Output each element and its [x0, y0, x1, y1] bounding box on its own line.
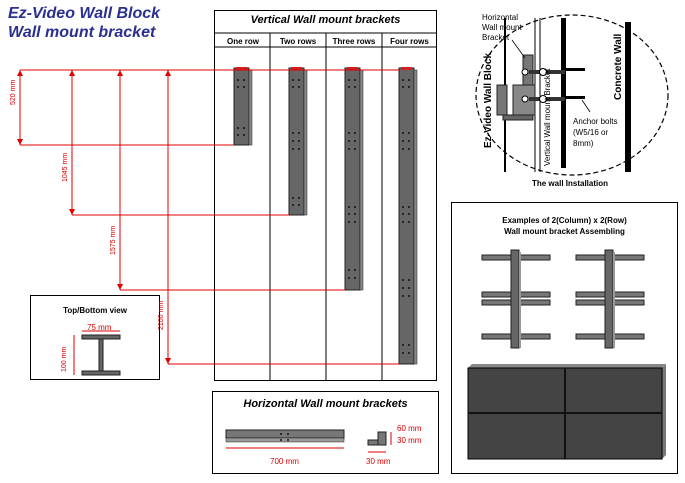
top-bottom-view-heading: Top/Bottom view — [63, 306, 127, 315]
example-assembly-left — [481, 249, 551, 349]
dim-1045: 1045 mm — [62, 152, 69, 182]
col-three-rows: Three rows — [332, 37, 376, 46]
horizontal-bracket-profile — [367, 431, 392, 453]
col-two-rows: Two rows — [279, 37, 317, 46]
installation-circle — [475, 14, 669, 176]
horizontal-brackets-heading: Horizontal Wall mount brackets — [243, 398, 408, 410]
example-assembly-right — [575, 249, 645, 349]
dim-520: 520 mm — [10, 79, 17, 105]
examples-heading-line1: Examples of 2(Column) x 2(Row) — [502, 216, 627, 225]
column-grid — [214, 32, 437, 381]
callout-line-2: Wall mount — [482, 23, 522, 32]
dim-700: 700 mm — [270, 457, 299, 466]
vertical-bracket-one-row — [233, 67, 253, 146]
horizontal-bracket-callout: Horizontal Wall mount Bracket — [482, 13, 522, 43]
anchor-line-3: 8mm) — [573, 139, 594, 148]
dim-30-width: 30 mm — [366, 457, 391, 466]
main-title: Ez-Video Wall Block — [8, 5, 161, 22]
dim-30-height: 30 mm — [397, 436, 422, 445]
dim-75: 75 mm — [87, 323, 112, 332]
horizontal-bracket-bar — [225, 429, 345, 449]
i-beam-profile — [81, 334, 121, 376]
installation-caption: The wall Installation — [531, 179, 608, 188]
vertical-bracket-two-rows — [288, 67, 308, 216]
vertical-bracket-four-rows — [398, 67, 418, 365]
dimension-lines — [19, 69, 400, 365]
dim-60: 60 mm — [397, 424, 422, 433]
concrete-wall-label: Concrete Wall — [613, 33, 624, 100]
dim-2100: 2100 mm — [158, 300, 165, 330]
vertical-brackets-heading: Vertical Wall mount brackets — [250, 14, 401, 26]
vertical-bracket-three-rows — [344, 67, 364, 291]
anchor-line-2: (W5/16 or — [573, 128, 609, 137]
i-beam-dimensions — [73, 330, 120, 375]
example-video-wall — [467, 364, 666, 460]
anchor-line-1: Anchor bolts — [573, 117, 618, 126]
dimension-arrows — [17, 70, 171, 364]
callout-line-1: Horizontal — [482, 13, 519, 22]
col-one-row: One row — [226, 37, 259, 46]
block-label: Ez-Video Wall Block — [483, 52, 494, 148]
main-subtitle: Wall mount bracket — [8, 24, 156, 41]
col-four-rows: Four rows — [390, 37, 429, 46]
dim-100: 100 mm — [61, 346, 68, 372]
callout-line-3: Bracket — [482, 33, 510, 42]
anchor-bolts-label: Anchor bolts (W5/16 or 8mm) — [573, 116, 617, 149]
vertical-bracket-label: Vertical Wall mount Bracket — [543, 68, 552, 166]
dim-1575: 1575 mm — [110, 225, 117, 255]
examples-heading-line2: Wall mount bracket Assembling — [504, 227, 625, 236]
